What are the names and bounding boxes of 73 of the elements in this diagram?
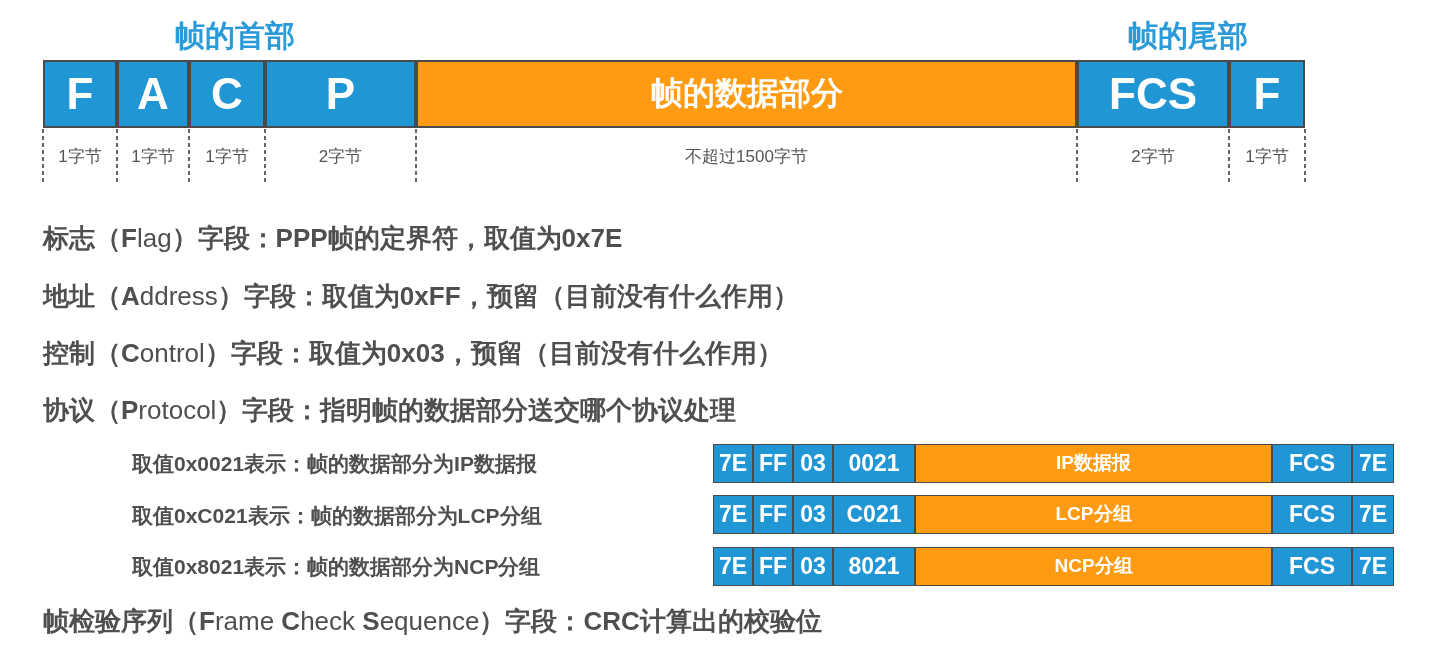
field-label: 7E xyxy=(1358,501,1388,528)
field-label: 0021 xyxy=(848,450,900,477)
frame-field xyxy=(833,547,915,586)
frame-field xyxy=(1077,60,1229,128)
field-label: 7E xyxy=(718,501,748,528)
frame-field xyxy=(833,444,915,483)
frame-field xyxy=(1272,547,1352,586)
byte-count-label: 1字节 xyxy=(205,147,249,167)
frame-field xyxy=(753,444,793,483)
field-label: 7E xyxy=(718,450,748,477)
frame-field xyxy=(833,495,915,534)
data-field xyxy=(915,495,1272,534)
field-label: 03 xyxy=(800,450,826,477)
protocol-value-note: 取值0x0021表示：帧的数据部分为IP数据报 xyxy=(132,451,537,477)
frame-field xyxy=(793,547,833,586)
field-label: NCP分组 xyxy=(1054,556,1133,577)
field-label: 7E xyxy=(1358,553,1388,580)
field-label: 帧的数据部分 xyxy=(650,76,843,112)
field-label: FCS xyxy=(1289,501,1335,528)
protocol-value-note: 取值0x8021表示：帧的数据部分为NCP分组 xyxy=(132,554,541,580)
field-label: FF xyxy=(758,553,788,580)
frame-field xyxy=(265,60,416,128)
frame-field xyxy=(1352,547,1394,586)
field-label: C xyxy=(211,69,243,119)
byte-count-label: 2字节 xyxy=(318,147,363,167)
frame-field xyxy=(1352,444,1394,483)
data-field xyxy=(416,60,1077,128)
field-label: A xyxy=(137,69,169,119)
field-description: 标志（Flag）字段：PPP帧的定界符，取值为0x7E xyxy=(43,221,623,255)
byte-count-label: 不超过1500字节 xyxy=(685,147,808,167)
frame-field xyxy=(753,495,793,534)
frame-field xyxy=(793,444,833,483)
frame-field xyxy=(753,547,793,586)
field-description: 帧检验序列（Frame Check Sequence）字段：CRC计算出的校验位 xyxy=(43,604,822,638)
frame-field xyxy=(1229,60,1305,128)
field-label: FF xyxy=(758,501,788,528)
field-label: FF xyxy=(758,450,788,477)
protocol-value-note: 取值0xC021表示：帧的数据部分为LCP分组 xyxy=(132,503,542,529)
frame-field xyxy=(117,60,189,128)
frame-field xyxy=(1272,444,1352,483)
frame-field xyxy=(43,60,117,128)
frame-field xyxy=(189,60,265,128)
field-label: 03 xyxy=(800,501,826,528)
field-description: 控制（Control）字段：取值为0x03，预留（目前没有什么作用） xyxy=(43,336,783,370)
byte-count-label: 2字节 xyxy=(1131,147,1175,167)
frame-field xyxy=(713,547,753,586)
frame-field xyxy=(713,444,753,483)
field-label: P xyxy=(325,69,356,119)
field-label: 7E xyxy=(1358,450,1388,477)
field-label: 03 xyxy=(800,553,826,580)
section-heading: 帧的尾部 xyxy=(1128,18,1248,54)
data-field xyxy=(915,547,1272,586)
field-description: 地址（Address）字段：取值为0xFF，预留（目前没有什么作用） xyxy=(43,279,799,313)
byte-count-label: 1字节 xyxy=(58,147,102,167)
data-field xyxy=(915,444,1272,483)
field-label: C021 xyxy=(846,501,902,528)
byte-count-label: 1字节 xyxy=(1245,147,1289,167)
field-label: IP数据报 xyxy=(1056,453,1131,474)
field-label: 7E xyxy=(718,553,748,580)
frame-field xyxy=(1352,495,1394,534)
frame-field xyxy=(1272,495,1352,534)
field-label: FCS xyxy=(1289,450,1335,477)
section-heading: 帧的首部 xyxy=(175,18,295,54)
field-label: F xyxy=(1253,69,1281,119)
frame-field xyxy=(713,495,753,534)
frame-field xyxy=(793,495,833,534)
field-label: FCS xyxy=(1109,69,1197,119)
byte-count-label: 1字节 xyxy=(131,147,175,167)
field-label: F xyxy=(66,69,94,119)
field-label: FCS xyxy=(1289,553,1335,580)
field-label: LCP分组 xyxy=(1055,504,1132,525)
field-description: 协议（Protocol）字段：指明帧的数据部分送交哪个协议处理 xyxy=(43,393,737,427)
field-label: 8021 xyxy=(848,553,900,580)
